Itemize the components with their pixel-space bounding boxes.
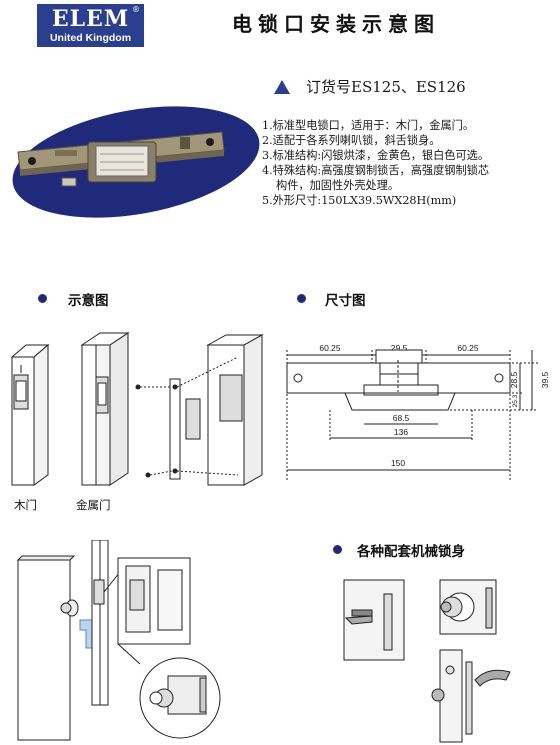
dim-right-small: 25.3: [512, 394, 519, 407]
section-bullet-icon: [297, 294, 306, 303]
brand-logo: ELEM ® United Kingdom: [37, 4, 144, 47]
spec-line: 5.外形尺寸:150LX39.5WX28H(mm): [262, 194, 457, 207]
dim-top-mid: 29.5: [391, 343, 408, 353]
caption-metal-door: 金属门: [76, 498, 111, 512]
dim-mid-width: 136: [394, 427, 408, 437]
door-knob-icon: [60, 599, 79, 617]
strike-plate-photo: [17, 131, 225, 187]
caption-wood-door: 木门: [14, 498, 37, 512]
section-bullet-icon: [333, 545, 342, 554]
product-photo: [12, 106, 260, 218]
schematic-drawing: [10, 332, 264, 486]
page-title: 电锁口安装示意图: [232, 12, 440, 36]
spec-line: 3.标准结构:闪银烘漆，金黄色，银白色可选。: [262, 149, 490, 162]
section-bullet-icon: [38, 294, 47, 303]
dim-overall-width: 150: [391, 458, 405, 468]
mount-hole-icon: [206, 138, 214, 146]
lock-bodies-drawing: [343, 579, 511, 743]
logo-brand-text: ELEM: [51, 6, 130, 32]
section-schematic-title: 示意图: [68, 293, 109, 309]
dim-right-inner: 28.5: [509, 371, 519, 388]
metal-door-drawing: [80, 332, 130, 486]
dim-top-right: 60.25: [457, 343, 479, 353]
spec-line: 2.适配于各系列喇叭锁，斜舌锁身。: [262, 134, 441, 147]
section-lock-bodies-title: 各种配套机械锁身: [357, 544, 465, 560]
spec-line: 1.标准型电锁口，适用于：木门，金属门。: [262, 119, 475, 132]
mount-hole-icon: [28, 157, 36, 165]
dimension-drawing: 60.25 29.5 60.25 28.5 25.3 39.5 68.5 136…: [286, 343, 550, 480]
logo-subtitle: United Kingdom: [49, 32, 132, 44]
spec-line: 构件，加固性外壳处理。: [276, 179, 400, 192]
wood-door-drawing: [10, 343, 50, 486]
lever-lock-drawing: [431, 649, 511, 743]
exploded-view-drawing: [135, 334, 264, 486]
dim-top-left: 60.25: [319, 343, 341, 353]
mortise-lock-drawing: [343, 579, 405, 661]
order-number: 订货号ES125、ES126: [306, 78, 466, 96]
logo-registered-mark: ®: [132, 5, 140, 14]
spec-list: 1.标准型电锁口，适用于：木门，金属门。 2.适配于各系列喇叭锁，斜舌锁身。 3…: [262, 118, 558, 208]
knob-lock-drawing: [439, 579, 497, 635]
dim-right-outer: 39.5: [540, 371, 550, 388]
dim-inner-width: 68.5: [393, 413, 410, 423]
installation-drawing: [16, 540, 221, 741]
order-triangle-icon: [274, 80, 290, 94]
spec-line: 4.特殊结构:高强度钢制锁舌，高强度钢制锁芯: [262, 164, 490, 177]
section-dimensions-title: 尺寸图: [325, 293, 366, 309]
